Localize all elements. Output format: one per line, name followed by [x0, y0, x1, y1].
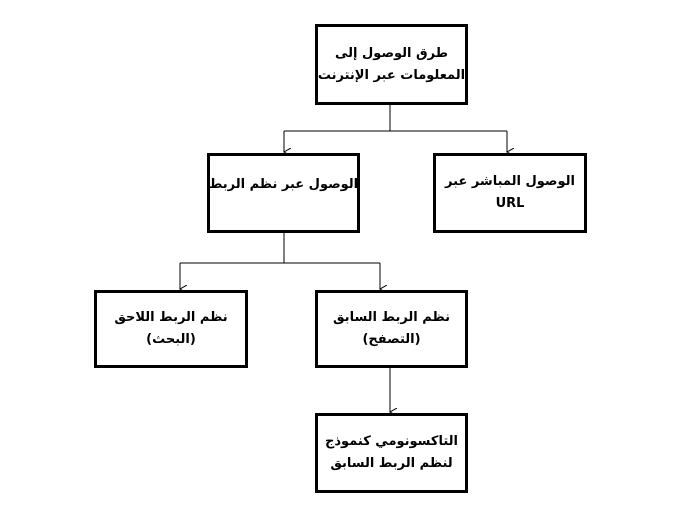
node-later-linking-line2: (البحث) — [146, 332, 196, 347]
node-direct-url: الوصول المباشر عبر URL — [433, 153, 587, 233]
node-taxonomy-line2: لنظم الربط السابق — [330, 456, 453, 471]
node-later-linking: نظم الربط اللاحق (البحث) — [94, 290, 248, 368]
connector-linking-to-children — [180, 233, 380, 289]
node-prior-linking-line2: (التصفح) — [362, 332, 421, 347]
node-access-methods-line1: طرق الوصول إلى — [335, 45, 448, 61]
node-access-methods: طرق الوصول إلى المعلومات عبر الإنترنت — [315, 24, 468, 105]
connector-root-to-children — [284, 105, 507, 152]
node-prior-linking-line1: نظم الربط السابق — [332, 310, 451, 325]
node-linking-systems: الوصول عبر نظم الربط — [207, 153, 360, 233]
node-later-linking-line1: نظم الربط اللاحق — [114, 310, 228, 325]
node-taxonomy-line1: التاكسونومي كنموذج — [325, 434, 458, 449]
node-linking-systems-line1: الوصول عبر نظم الربط — [208, 177, 359, 192]
node-prior-linking: نظم الربط السابق (التصفح) — [315, 290, 468, 368]
node-direct-url-line2: URL — [495, 196, 525, 211]
node-taxonomy: التاكسونومي كنموذج لنظم الربط السابق — [315, 413, 468, 493]
node-access-methods-line2: المعلومات عبر الإنترنت — [317, 67, 466, 83]
node-direct-url-line1: الوصول المباشر عبر — [445, 174, 575, 189]
